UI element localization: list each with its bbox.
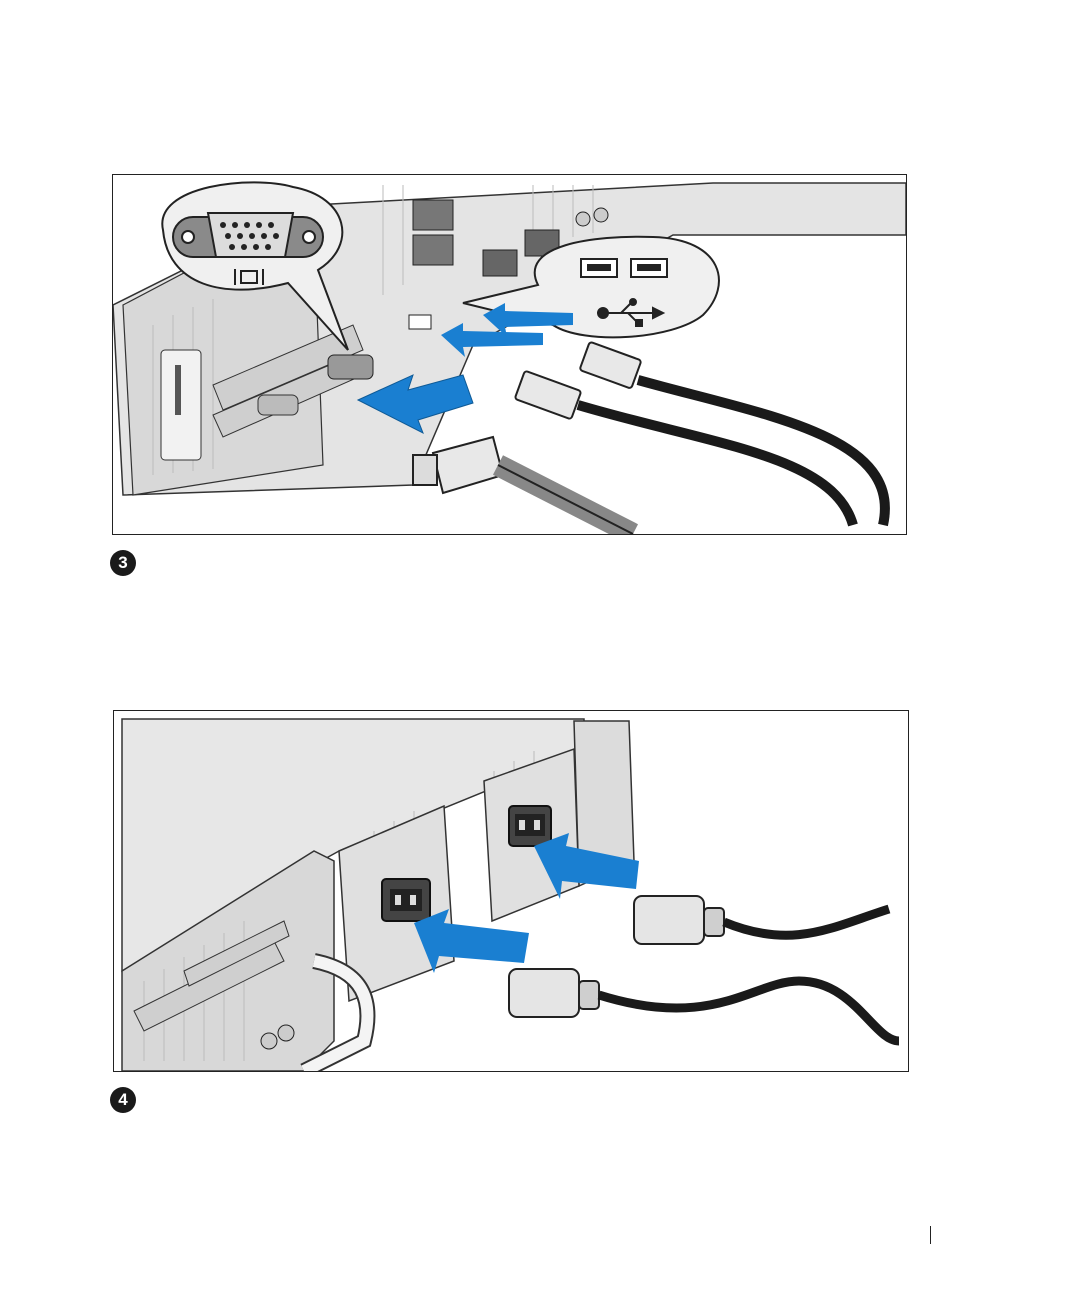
step-number-badge: 3 <box>110 550 136 576</box>
figure-connect-keyboard-mouse-monitor <box>112 174 907 535</box>
step-number-badge: 4 <box>110 1087 136 1113</box>
network-port-icon <box>483 250 517 276</box>
vga-port-icon <box>328 355 373 379</box>
server-rear-illustration-2 <box>114 711 908 1071</box>
server-rear-illustration-1 <box>113 175 906 534</box>
serial-port-icon <box>258 395 298 415</box>
vga-cable-connector <box>413 437 633 534</box>
network-port-icon <box>413 235 453 265</box>
usb-port-icon <box>409 315 431 329</box>
page-margin-rule <box>930 1226 931 1244</box>
network-port-icon <box>413 200 453 230</box>
figure-connect-power-cables <box>113 710 909 1072</box>
